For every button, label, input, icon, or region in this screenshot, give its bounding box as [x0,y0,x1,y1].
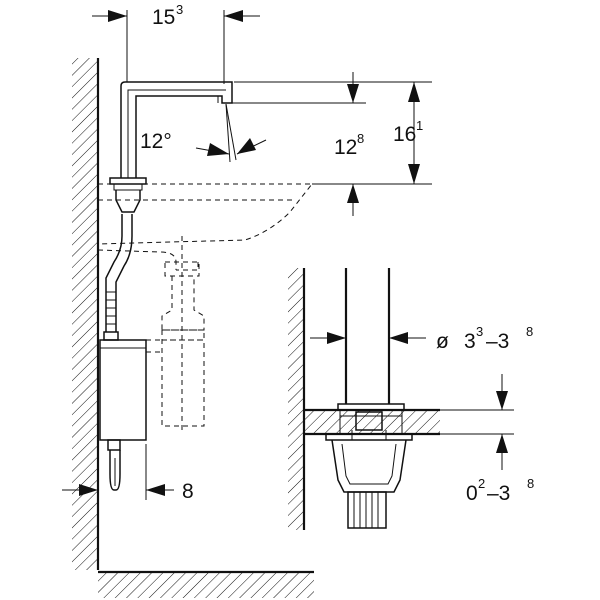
dimension-wall-clearance: 8 [62,444,194,503]
label-hole-diameter-max: –3 [486,330,509,353]
dimension-spout-angle: 12° [140,103,267,163]
dimension-countertop-thickness: 0 2 –3 8 [440,374,534,505]
floor [98,570,314,598]
label-total-height: 16 [393,123,416,146]
washbasin [97,183,314,271]
label-hole-diameter-prefix: ø [436,330,449,353]
detail-threaded-rod [347,491,387,529]
label-countertop-thickness-min: 0 [466,482,478,505]
control-box [99,339,147,491]
label-countertop-thickness-min-sup: 2 [478,476,485,491]
detail-wall [288,268,306,530]
label-wall-clearance: 8 [182,480,194,503]
faucet-base [109,177,147,213]
label-spout-reach-sup: 3 [176,2,183,17]
faucet-spout [120,81,233,178]
label-hole-diameter-min: 3 [464,330,476,353]
wall [72,58,100,570]
label-total-height-sup: 1 [416,118,423,133]
detail-faucet-body [344,268,391,431]
label-hole-diameter-min-sup: 3 [476,324,483,339]
siphon [146,236,205,432]
label-countertop-thickness-max-sup: 8 [527,476,534,491]
label-spout-reach: 15 [152,6,175,29]
detail-mounting-nut [325,430,413,493]
dimension-spout-height: 12 8 [232,72,432,216]
label-spout-height-sup: 8 [357,131,364,146]
flex-hose [103,214,133,341]
dimension-hole-diameter: ø 3 3 –3 8 [310,324,533,353]
dimension-total-height: 16 1 [393,82,423,184]
label-spout-angle: 12° [140,130,172,153]
label-spout-height: 12 [334,136,357,159]
dimension-spout-reach: 15 3 [92,2,260,84]
label-hole-diameter-max-sup: 8 [526,324,533,339]
label-countertop-thickness-max: –3 [487,482,510,505]
